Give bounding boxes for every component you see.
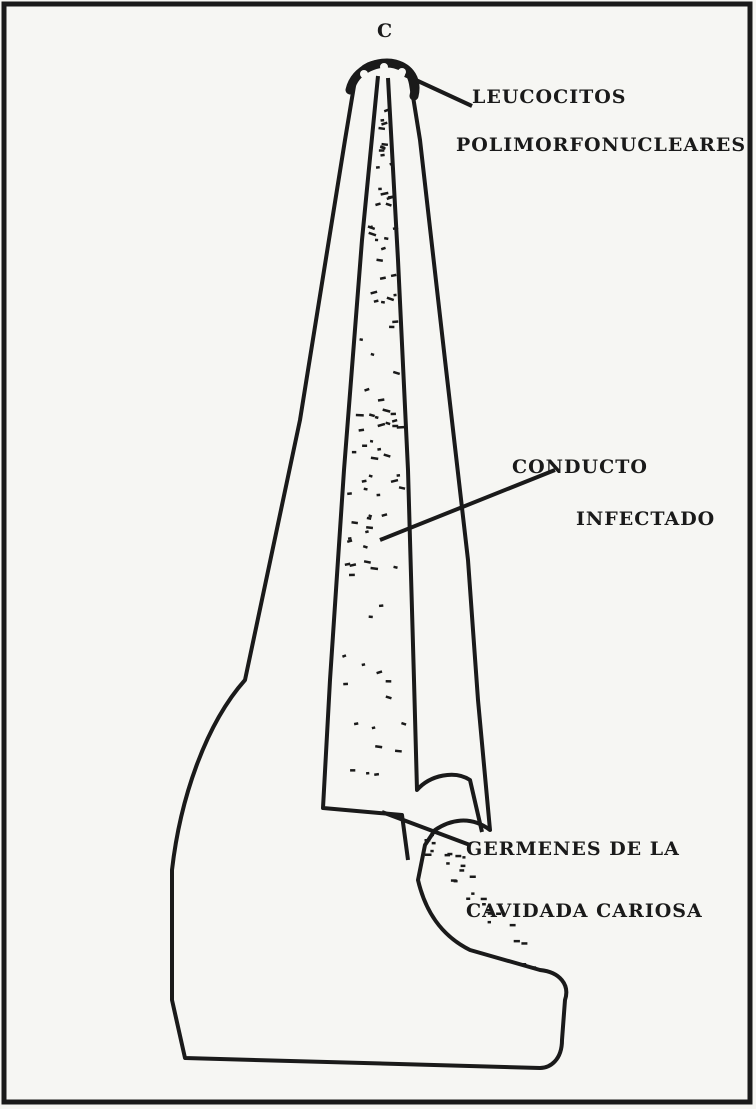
stipple-dot (521, 963, 527, 966)
stipple-dot (377, 494, 381, 497)
stipple-dot (392, 320, 398, 323)
stipple-dot (376, 166, 380, 169)
stipple-dot (362, 445, 367, 448)
stipple-dot (454, 880, 458, 883)
stipple-dot (391, 413, 396, 416)
label-germenes: GERMENES DE LA (466, 838, 680, 860)
stipple-dot (532, 966, 536, 969)
stipple-dot (510, 924, 516, 927)
label-cavidad-cariosa: CAVIDADA CARIOSA (466, 900, 703, 922)
stipple-dot (370, 440, 373, 443)
stipple-dot (397, 426, 405, 429)
stipple-dot (393, 294, 396, 297)
stipple-dot (369, 615, 373, 618)
stipple-dot (521, 942, 527, 945)
stipple-dot (432, 842, 436, 845)
stipple-dot (349, 574, 355, 577)
label-infectado: INFECTADO (576, 508, 715, 530)
stipple-dot (446, 862, 450, 865)
stipple-dot (470, 876, 476, 879)
stipple-dot (381, 301, 385, 304)
stipple-dot (375, 239, 378, 242)
stipple-dot (352, 451, 356, 454)
stipple-dot (356, 414, 364, 417)
stipple-dot (397, 474, 401, 477)
stipple-dot (447, 853, 452, 856)
stipple-dot (386, 680, 392, 683)
stipple-dot (425, 839, 431, 842)
stipple-dot (425, 854, 432, 857)
stipple-dot (455, 855, 461, 858)
label-leucocitos: LEUCOCITOS (472, 86, 627, 108)
label-polimorfonucleares: POLIMORFONUCLEARES (456, 134, 746, 156)
stipple-dot (379, 604, 384, 607)
stipple-dot (471, 892, 474, 895)
stipple-dot (430, 834, 434, 837)
stipple-dot (379, 149, 385, 152)
label-conducto: CONDUCTO (512, 456, 648, 478)
stipple-dot (366, 772, 369, 775)
stipple-dot (514, 940, 520, 943)
stipple-dot (380, 119, 384, 122)
stipple-dot (343, 683, 348, 686)
stipple-dot (459, 869, 464, 872)
stipple-dot (347, 492, 352, 495)
stipple-dot (461, 865, 466, 868)
stipple-dot (389, 326, 394, 329)
corner-label: C (377, 20, 393, 42)
stipple-dot (350, 769, 355, 772)
stipple-dot (348, 537, 352, 540)
stipple-dot (378, 188, 382, 191)
stipple-dot (430, 850, 433, 853)
